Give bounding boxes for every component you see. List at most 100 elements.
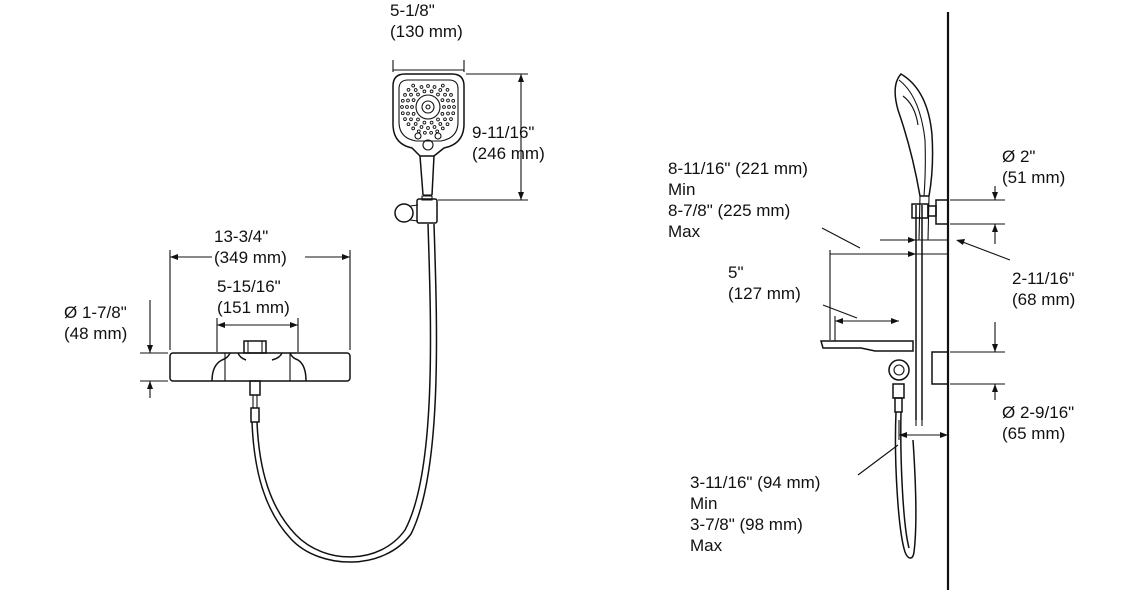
spray-nozzle [413,88,418,92]
spray-nozzle [422,89,427,94]
spray-nozzle [440,98,445,102]
spray-nozzle [438,88,443,92]
side-dimension-lines [821,186,1011,476]
spray-nozzle [436,92,440,97]
holder-projection-label: 8-11/16" (221 mm) Min 8-7/8" (225 mm) Ma… [668,158,808,242]
spray-nozzle [422,120,427,125]
spray-nozzle [400,98,405,103]
hand-shower-side [894,73,934,241]
spray-nozzle [416,92,420,97]
spray-nozzle [406,98,410,103]
holder-projection-line3: 8-7/8" (225 mm) [668,201,791,220]
spray-nozzle [405,105,409,109]
head-width-label: 5-1/8" (130 mm) [390,0,463,42]
valve-projection-line2: Min [690,494,718,513]
spray-nozzle [445,87,450,92]
spray-nozzle [400,111,405,116]
holder-projection-line4: Max [668,222,701,241]
spray-nozzle [446,98,450,103]
spray-nozzle [416,129,421,134]
head-width-imperial: 5-1/8" [390,1,435,20]
head-height-imperial: 9-11/16" [472,123,535,142]
spray-nozzle [432,85,437,89]
hand-shower-handle [394,155,438,224]
holder-offset-metric: (68 mm) [1012,290,1076,309]
spray-nozzle [419,85,424,89]
valve-diameter-imperial: Ø 1-7/8" [64,303,127,322]
spray-nozzle [451,111,456,116]
valve-body [169,340,351,423]
front-view [140,60,528,563]
valve-projection-line3: 3-7/8" (98 mm) [690,515,803,534]
spray-nozzle [411,112,416,116]
holder-escutcheon-label: Ø 2" (51 mm) [1002,146,1065,188]
valve-width-imperial: 13-3/4" [214,227,269,246]
hose-connector [888,359,917,559]
spout-length-metric: (127 mm) [728,284,801,303]
slide-bar [911,199,949,426]
spray-nozzle [446,111,450,116]
valve-projection-line4: Max [690,536,723,555]
spray-nozzle [411,83,416,88]
valve-width-label: 13-3/4" (349 mm) [214,226,287,268]
spray-nozzle [440,126,445,131]
inlet-centers-imperial: 5-15/16" [217,277,281,296]
spray-nozzle [443,117,447,122]
spray-nozzle [411,126,416,131]
valve-diameter-label: Ø 1-7/8" (48 mm) [64,302,127,344]
shower-hose [256,223,432,558]
spout-length-imperial: 5" [728,263,744,282]
spray-nozzle [451,98,456,103]
spray-nozzles [400,83,456,135]
spray-nozzle [443,92,447,97]
holder-escutcheon-metric: (51 mm) [1002,168,1066,187]
front-dimension-lines [140,60,528,398]
head-height-metric: (246 mm) [472,144,545,163]
spray-nozzle [429,130,433,135]
spray-nozzle [423,130,427,135]
side-view [820,12,1011,590]
hand-shower-head [392,73,465,157]
spray-nozzle [442,105,446,109]
spray-nozzle [403,93,407,97]
valve-escutcheon-label: Ø 2-9/16" (65 mm) [1002,402,1074,444]
spray-nozzle [452,105,456,109]
spray-nozzle [416,117,420,122]
spray-nozzle [409,92,413,97]
spray-nozzle [403,117,407,121]
spray-nozzle [432,125,437,129]
spray-nozzle [429,89,434,94]
spray-nozzle [440,112,445,116]
valve-diameter-metric: (48 mm) [64,324,128,343]
holder-offset-imperial: 2-11/16" [1012,269,1075,288]
holder-escutcheon-imperial: Ø 2" [1002,147,1036,166]
spray-nozzle [410,105,414,109]
spray-nozzle [426,126,430,130]
spray-nozzle [449,93,453,97]
valve-projection-label: 3-11/16" (94 mm) Min 3-7/8" (98 mm) Max [690,472,820,556]
spout-length-label: 5" (127 mm) [728,262,801,304]
spray-nozzle [440,83,445,88]
spray-nozzle [413,122,418,126]
inlet-centers-metric: (151 mm) [217,298,290,317]
valve-escutcheon-imperial: Ø 2-9/16" [1002,403,1075,422]
spray-nozzle [411,98,416,102]
spray-nozzle [426,84,430,88]
valve-escutcheon-metric: (65 mm) [1002,424,1066,443]
spray-nozzle [435,129,440,134]
spray-nozzle [429,120,434,125]
holder-projection-line2: Min [668,180,696,199]
spray-nozzle [445,122,450,127]
head-height-label: 9-11/16" (246 mm) [472,122,545,164]
spray-nozzle [400,105,404,109]
shelf [820,340,914,352]
spray-nozzle [409,117,413,122]
spray-nozzle [406,111,410,116]
spray-nozzle [419,125,424,129]
valve-width-metric: (349 mm) [214,248,287,267]
spray-nozzle [406,122,411,127]
holder-offset-label: 2-11/16" (68 mm) [1012,268,1075,310]
head-width-metric: (130 mm) [390,22,463,41]
spray-nozzle [406,87,411,92]
